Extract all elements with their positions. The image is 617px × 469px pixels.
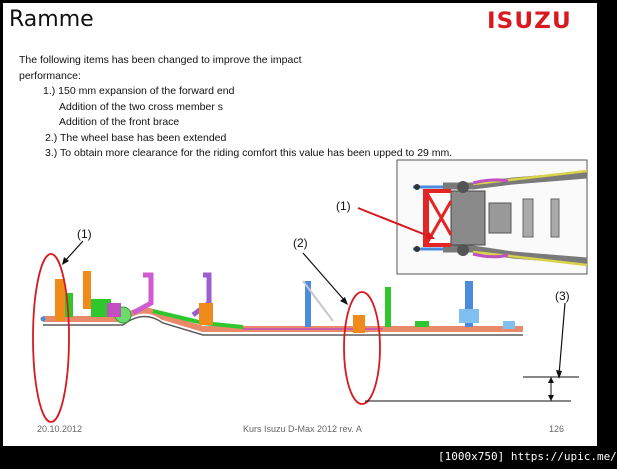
intro-line: The following items has been changed to …: [19, 54, 302, 66]
clearance-dimension: [365, 302, 579, 402]
item-1b: Addition of the front brace: [59, 116, 180, 128]
slide-body: The following items has been changed to …: [19, 53, 452, 162]
item-1a: Addition of the two cross member s: [59, 100, 223, 113]
item-3: 3.) To obtain more clearance for the rid…: [45, 147, 453, 159]
intro-line-2: performance:: [19, 69, 81, 82]
callout-3: (3): [555, 289, 570, 303]
footer-course: Kurs Isuzu D-Max 2012 rev. A: [243, 424, 362, 434]
footer-page-number: 126: [549, 424, 565, 434]
footer-date: 20.10.2012: [37, 424, 83, 434]
front-highlight-oval: [32, 253, 70, 423]
callout-2: (2): [293, 236, 308, 250]
chassis-drawing: [32, 159, 588, 423]
callout-1: (1): [77, 227, 92, 241]
callout-inset-1: (1): [336, 199, 351, 213]
item-2: 2.) The wheel base has been extended: [45, 131, 227, 144]
item-1: 1.) 150 mm expansion of the forward end: [43, 85, 235, 97]
inset-frame-view: [396, 159, 588, 275]
slide: Ramme ISUZU The following items has been…: [3, 3, 597, 446]
wheelbase-highlight-oval: [343, 291, 381, 405]
isuzu-logo: ISUZU: [487, 9, 572, 34]
side-frame-view: [40, 271, 523, 336]
watermark: [1000x750] https://upic.me/: [438, 450, 617, 463]
inset-arrow: [357, 207, 432, 238]
slide-title: Ramme: [9, 7, 94, 32]
